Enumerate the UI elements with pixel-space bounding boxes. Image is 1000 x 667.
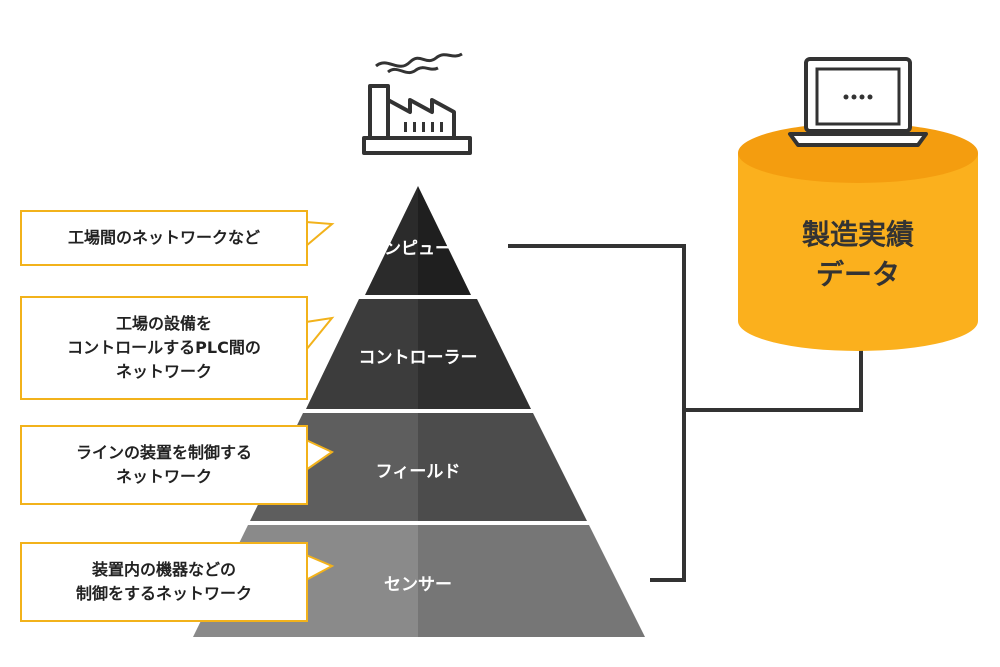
callout-controller-network: 工場の設備を コントロールするPLC間の ネットワーク: [20, 296, 308, 400]
callout-sensor-network: 装置内の機器などの 制御をするネットワーク: [20, 542, 308, 622]
connector-lines: [508, 244, 863, 582]
tier-label-field: フィールド: [375, 462, 461, 482]
tier-controller-right: [418, 299, 531, 409]
tier-computer-left: [365, 186, 418, 295]
tier-sensor-right: [418, 525, 645, 637]
tier-label-sensor: センサー: [384, 575, 452, 595]
laptop-icon: [788, 57, 928, 147]
factory-icon: [362, 52, 472, 155]
database-label-line1: 製造実績: [801, 218, 914, 251]
callout-field-network: ラインの装置を制御する ネットワーク: [20, 425, 308, 505]
tier-computer-right: [418, 186, 471, 295]
tier-label-controller: コントローラー: [358, 348, 478, 368]
callout-tails: [305, 221, 335, 581]
tier-controller-left: [306, 299, 418, 409]
tier-label-computer: コンピュータ: [367, 239, 469, 259]
callout-computer-network: 工場間のネットワークなど: [20, 210, 308, 266]
tier-field-right: [418, 413, 587, 521]
database-label-line2: データ: [815, 258, 900, 291]
